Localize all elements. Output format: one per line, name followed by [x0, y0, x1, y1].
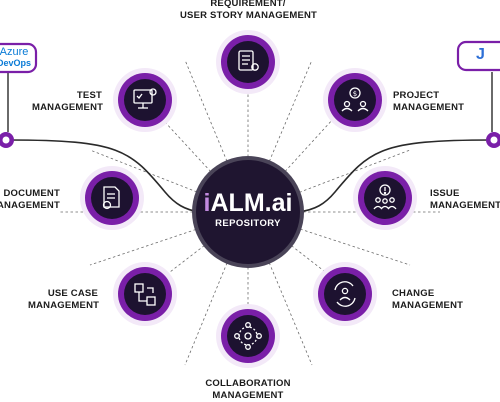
label-test: TEST MANAGEMENT: [32, 90, 104, 114]
azure-label: Azure: [0, 46, 29, 58]
jira-endpoint-dot-inner: [490, 136, 498, 144]
label-project: PROJECT MANAGEMENT: [393, 90, 464, 114]
brand-prefix: i: [203, 189, 211, 217]
label-line: USE CASE: [47, 288, 98, 299]
jira-logo-text: J: [476, 46, 485, 64]
jira-badge: [456, 40, 500, 72]
label-usecase: USE CASE MANAGEMENT: [28, 288, 100, 312]
label-issue: ISSUE MANAGEMENT: [430, 188, 500, 212]
label-document: DOCUMENT MANAGEMENT: [0, 188, 60, 212]
test-monitor-gear-icon: [133, 88, 157, 109]
repository-hub: [192, 156, 304, 268]
connector-line: [247, 211, 411, 266]
label-line: ISSUE: [430, 188, 460, 199]
connector-line: [247, 149, 411, 213]
repository-title: iALM.ai: [188, 190, 308, 216]
label-line: MANAGEMENT: [393, 102, 465, 113]
project-money-team-icon: $: [341, 87, 369, 112]
module-node-usecase: [113, 262, 177, 326]
azure-connector: [7, 139, 201, 213]
label-line: USER STORY MANAGEMENT: [180, 10, 318, 21]
label-line: MANAGEMENT: [212, 390, 284, 401]
repository-subtitle: REPOSITORY: [215, 218, 281, 229]
label-line: COLLABORATION: [205, 378, 291, 389]
checklist-gear-icon: [238, 50, 259, 71]
module-node-collaboration: [216, 304, 280, 368]
label-change: CHANGE MANAGEMENT: [392, 288, 463, 312]
label-line: MANAGEMENT: [32, 102, 104, 113]
use-case-flow-icon: [134, 283, 156, 306]
label-requirement: REQUIREMENT/ USER STORY MANAGEMENT: [180, 0, 318, 22]
brand-name: ALM.ai: [210, 189, 293, 217]
label-line: TEST: [76, 90, 102, 101]
module-node-issue: [353, 166, 417, 230]
azure-devops-badge: [0, 42, 38, 74]
devops-label: DevOps: [0, 58, 31, 68]
issue-alert-team-icon: [373, 184, 397, 210]
jira-label: J: [476, 46, 485, 63]
module-node-change: [313, 262, 377, 326]
module-node-project: $: [323, 68, 387, 132]
label-line: CHANGE: [392, 288, 435, 299]
label-line: PROJECT: [393, 90, 440, 101]
change-cycle-person-icon: [334, 281, 356, 307]
svg-text:$: $: [353, 90, 357, 98]
module-node-requirement: [216, 30, 280, 94]
module-node-test: [113, 68, 177, 132]
document-gear-icon: [102, 186, 120, 210]
connector-line: [89, 149, 249, 213]
jira-connector: [297, 139, 493, 213]
label-line: DOCUMENT: [3, 188, 60, 199]
label-line: MANAGEMENT: [392, 300, 464, 311]
label-line: MANAGEMENT: [28, 300, 100, 311]
collaboration-network-icon: [234, 322, 262, 350]
label-line: MANAGEMENT: [0, 200, 60, 211]
module-node-document: [80, 166, 144, 230]
label-line: REQUIREMENT/: [210, 0, 286, 9]
label-collaboration: COLLABORATION MANAGEMENT: [190, 378, 306, 402]
label-line: MANAGEMENT: [430, 200, 500, 211]
azure-endpoint-dot-inner: [2, 136, 10, 144]
azure-devops-logo-text: Azure DevOps: [0, 47, 36, 69]
